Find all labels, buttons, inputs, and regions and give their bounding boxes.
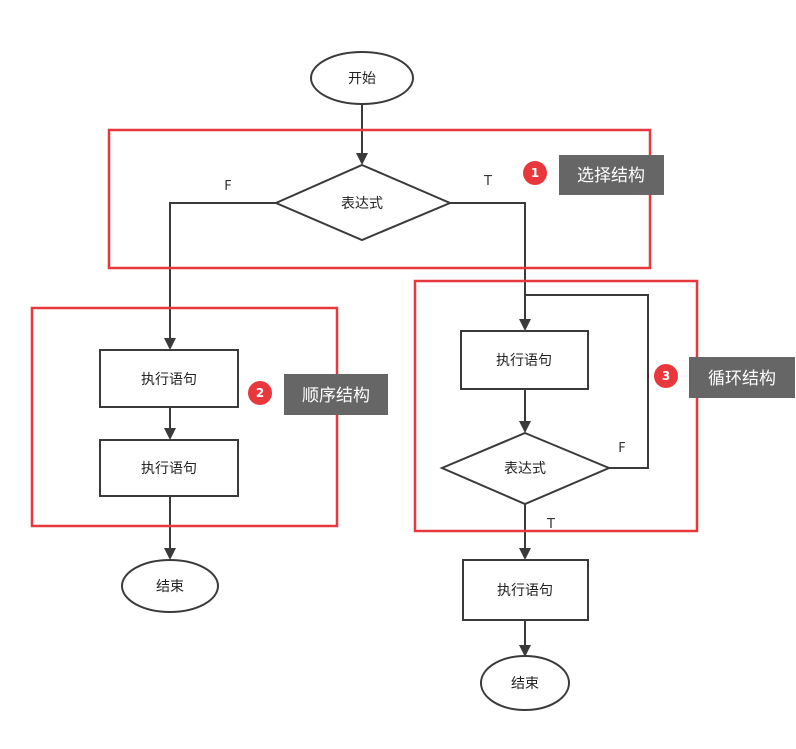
tag-2 bbox=[284, 374, 388, 415]
badge-1-number: 1 bbox=[531, 166, 539, 180]
after-loop-statement-label: 执行语句 bbox=[497, 583, 553, 599]
decision-select-node: 表达式 bbox=[273, 163, 453, 242]
seq-statement-2-label: 执行语句 bbox=[141, 461, 197, 477]
tag-2-label: 顺序结构 bbox=[302, 386, 370, 406]
edge-loop-false-back bbox=[525, 294, 649, 469]
edge-decision-true-branch bbox=[450, 202, 531, 331]
annotation-selection: 1 选择结构 bbox=[523, 155, 664, 195]
tag-1-label: 选择结构 bbox=[577, 166, 645, 186]
edge-label-select-true: T bbox=[483, 174, 492, 189]
badge-3 bbox=[654, 364, 678, 388]
decision-loop-node: 表达式 bbox=[439, 431, 612, 506]
badge-2 bbox=[248, 381, 272, 405]
badge-1 bbox=[523, 161, 547, 185]
tag-3-label: 循环结构 bbox=[708, 369, 776, 389]
badge-3-number: 3 bbox=[662, 369, 670, 383]
after-loop-statement-node: 执行语句 bbox=[462, 559, 589, 621]
start-node-label: 开始 bbox=[348, 71, 376, 87]
start-node: 开始 bbox=[310, 51, 414, 105]
seq-statement-2-node: 执行语句 bbox=[99, 439, 239, 497]
end-right-node: 结束 bbox=[480, 655, 570, 711]
region-loop-structure bbox=[413, 279, 699, 533]
end-left-node: 结束 bbox=[121, 559, 219, 613]
tag-1 bbox=[559, 155, 664, 195]
annotation-loop: 3 循环结构 bbox=[654, 357, 795, 398]
annotation-sequence: 2 顺序结构 bbox=[248, 374, 388, 415]
badge-2-number: 2 bbox=[256, 386, 264, 400]
edge-label-select-false: F bbox=[224, 179, 231, 194]
tag-3 bbox=[689, 357, 795, 398]
loop-statement-node: 执行语句 bbox=[460, 330, 589, 390]
decision-select-label: 表达式 bbox=[341, 196, 383, 212]
edge-label-loop-false: F bbox=[618, 441, 625, 456]
region-selection-structure bbox=[107, 128, 652, 270]
loop-statement-label: 执行语句 bbox=[496, 353, 552, 369]
edge-label-loop-true: T bbox=[546, 517, 555, 532]
end-left-label: 结束 bbox=[156, 579, 184, 595]
seq-statement-1-label: 执行语句 bbox=[141, 372, 197, 388]
edge-decision-false-branch bbox=[164, 202, 276, 350]
end-right-label: 结束 bbox=[511, 676, 539, 692]
decision-loop-label: 表达式 bbox=[504, 461, 546, 477]
seq-statement-1-node: 执行语句 bbox=[99, 349, 239, 408]
region-sequence-structure bbox=[30, 306, 339, 528]
